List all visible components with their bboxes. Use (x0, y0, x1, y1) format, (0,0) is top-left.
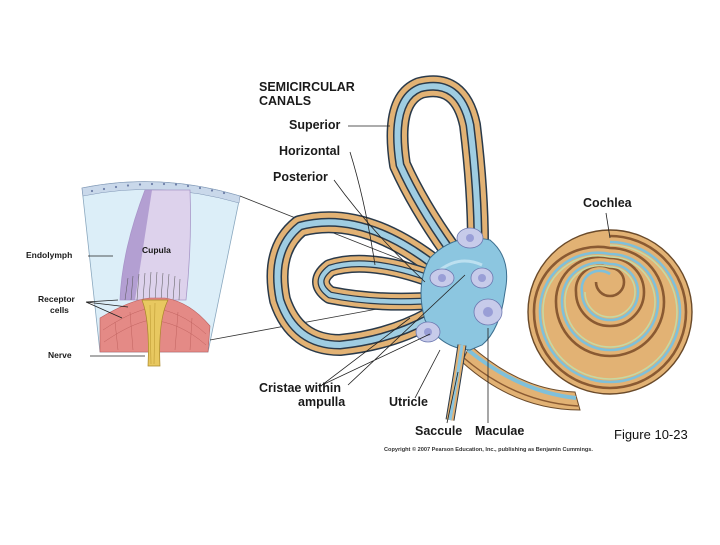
posterior-canal (266, 211, 441, 356)
leader-lines (85, 125, 611, 424)
copyright-notice: Copyright © 2007 Pearson Education, Inc.… (384, 447, 593, 453)
hair-bundles (124, 271, 181, 301)
label-horizontal: Horizontal (279, 144, 341, 158)
semicircular-canals (266, 75, 489, 356)
label-posterior: Posterior (273, 170, 328, 184)
horizontal-canal (312, 254, 449, 311)
label-nerve: Nerve (48, 350, 72, 360)
label-receptor: Receptor (38, 294, 75, 304)
label-canals: CANALS (259, 94, 312, 108)
label-endolymph: Endolymph (26, 250, 73, 260)
label-saccule: Saccule (415, 424, 463, 438)
label-maculae: Maculae (475, 424, 525, 438)
cochlea (461, 229, 693, 411)
label-superior: Superior (289, 118, 341, 132)
label-cristae: Cristae within (259, 381, 341, 395)
label-receptor-cells: cells (50, 305, 69, 315)
superior-canal (386, 75, 489, 261)
crista-inset (81, 181, 416, 367)
figure-number: Figure 10-23 (614, 427, 688, 442)
label-cochlea: Cochlea (583, 196, 632, 210)
nerve-shape (141, 299, 169, 367)
label-semicircular: SEMICIRCULAR (259, 80, 355, 94)
label-ampulla: ampulla (298, 395, 346, 409)
inset-top-dots (90, 182, 226, 195)
label-cupula: Cupula (142, 245, 171, 255)
label-utricle: Utricle (389, 395, 428, 409)
